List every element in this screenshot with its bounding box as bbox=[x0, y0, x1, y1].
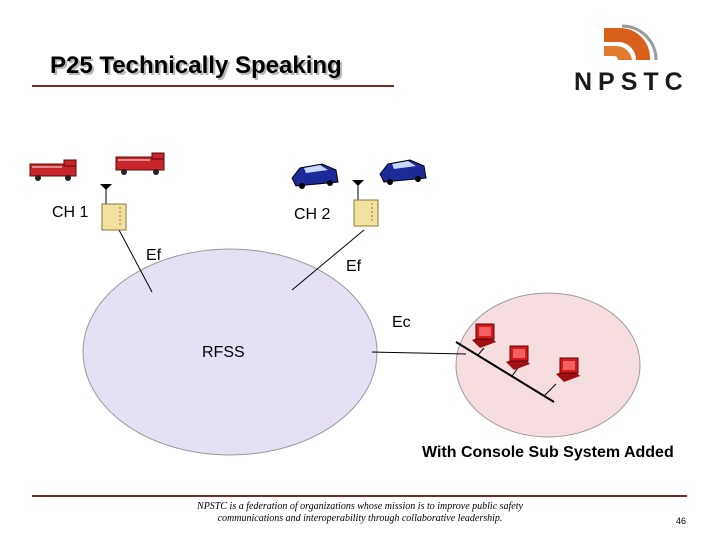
label-ec: Ec bbox=[392, 314, 411, 331]
npstc-logo-text: NPSTC bbox=[574, 68, 689, 96]
console-subsystem-ellipse bbox=[455, 292, 641, 438]
radio-ch1 bbox=[100, 184, 127, 231]
console-drop-3 bbox=[543, 383, 557, 397]
label-rfss: RFSS bbox=[202, 344, 245, 361]
console-drop-2 bbox=[511, 367, 519, 377]
console-computer-icon bbox=[556, 357, 580, 382]
footer-divider bbox=[32, 495, 687, 497]
radio-ch2 bbox=[352, 180, 379, 227]
console-lan bbox=[455, 341, 555, 403]
footer-mission-text: NPSTC is a federation of organizations w… bbox=[197, 501, 523, 524]
police-car-icon bbox=[379, 159, 427, 185]
page-number: 46 bbox=[676, 516, 687, 526]
console-computer-icon bbox=[472, 323, 496, 348]
ef-link-right bbox=[291, 229, 365, 291]
slide-title: P25 Technically Speaking bbox=[50, 52, 342, 79]
radio-icon bbox=[353, 199, 379, 227]
label-ch2: CH 2 bbox=[294, 206, 331, 223]
fire-truck-icon bbox=[29, 159, 77, 181]
label-ef-right: Ef bbox=[346, 258, 362, 275]
radio-icon bbox=[101, 203, 127, 231]
console-computer-icon bbox=[506, 345, 530, 370]
fire-truck-icon bbox=[115, 152, 165, 175]
label-ch1: CH 1 bbox=[52, 204, 89, 221]
console-drop-1 bbox=[477, 347, 485, 356]
police-car-icon bbox=[291, 163, 339, 189]
npstc-logo-icon bbox=[604, 24, 658, 61]
ec-link bbox=[371, 351, 467, 355]
title-divider bbox=[32, 85, 394, 87]
label-ef-left: Ef bbox=[146, 247, 162, 264]
diagram-caption: With Console Sub System Added bbox=[422, 444, 674, 461]
ef-link-left bbox=[117, 227, 153, 293]
